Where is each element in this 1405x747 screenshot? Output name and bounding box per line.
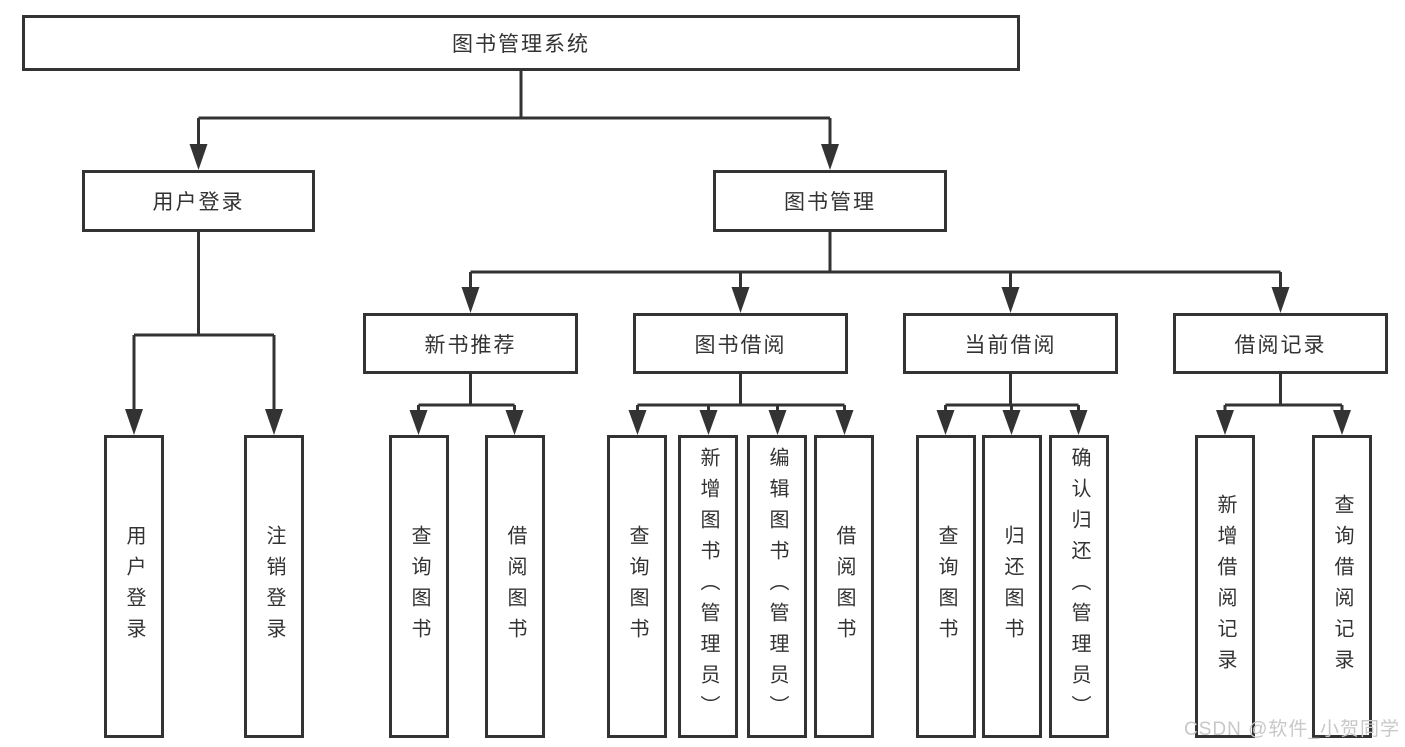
leaf-borrow-books-borrowing: 借阅图书 xyxy=(814,435,874,738)
node-user-login: 用户登录 xyxy=(82,170,315,232)
node-borrowing-records-label: 借阅记录 xyxy=(1234,333,1327,357)
node-book-borrowing: 图书借阅 xyxy=(633,313,848,374)
leaf-query-books-recommend: 查询图书 xyxy=(389,435,449,738)
leaf-logout: 注销登录 xyxy=(244,435,304,738)
leaf-borrow-books-recommend: 借阅图书 xyxy=(485,435,545,738)
leaf-add-books-admin-label: 新增图书（管理员） xyxy=(697,447,719,726)
leaf-confirm-return-admin: 确认归还（管理员） xyxy=(1049,435,1109,738)
node-new-book-recommend: 新书推荐 xyxy=(363,313,578,374)
node-library-system-label: 图书管理系统 xyxy=(452,33,590,56)
leaf-return-books-label: 归还图书 xyxy=(1001,524,1023,649)
leaf-confirm-return-admin-label: 确认归还（管理员） xyxy=(1068,447,1090,726)
leaf-query-borrow-record-label: 查询借阅记录 xyxy=(1331,493,1353,680)
watermark: CSDN @软件_小贺同学 xyxy=(1184,719,1400,740)
leaf-query-borrow-record: 查询借阅记录 xyxy=(1312,435,1372,738)
leaf-user-login: 用户登录 xyxy=(104,435,164,738)
leaf-return-books: 归还图书 xyxy=(982,435,1042,738)
leaf-edit-books-admin: 编辑图书（管理员） xyxy=(747,435,807,738)
leaf-add-books-admin: 新增图书（管理员） xyxy=(678,435,738,738)
node-current-borrowing-label: 当前借阅 xyxy=(964,333,1057,357)
node-book-borrowing-label: 图书借阅 xyxy=(694,333,787,357)
node-new-book-recommend-label: 新书推荐 xyxy=(424,333,517,357)
leaf-query-books-current-label: 查询图书 xyxy=(935,524,957,649)
leaf-query-books-borrowing-label: 查询图书 xyxy=(626,524,648,649)
node-current-borrowing: 当前借阅 xyxy=(903,313,1118,374)
leaf-query-books-recommend-label: 查询图书 xyxy=(408,524,430,649)
leaf-logout-label: 注销登录 xyxy=(263,524,285,649)
leaf-borrow-books-borrowing-label: 借阅图书 xyxy=(833,524,855,649)
leaf-edit-books-admin-label: 编辑图书（管理员） xyxy=(766,447,788,726)
node-library-system: 图书管理系统 xyxy=(22,15,1020,71)
node-book-management-label: 图书管理 xyxy=(784,191,876,214)
node-user-login-label: 用户登录 xyxy=(152,191,245,214)
leaf-user-login-label: 用户登录 xyxy=(123,524,145,649)
leaf-borrow-books-recommend-label: 借阅图书 xyxy=(504,524,526,649)
leaf-query-books-borrowing: 查询图书 xyxy=(607,435,667,738)
node-book-management: 图书管理 xyxy=(713,170,947,232)
leaf-query-books-current: 查询图书 xyxy=(916,435,976,738)
leaf-add-borrow-record: 新增借阅记录 xyxy=(1195,435,1255,738)
node-borrowing-records: 借阅记录 xyxy=(1173,313,1388,374)
leaf-add-borrow-record-label: 新增借阅记录 xyxy=(1214,493,1236,680)
